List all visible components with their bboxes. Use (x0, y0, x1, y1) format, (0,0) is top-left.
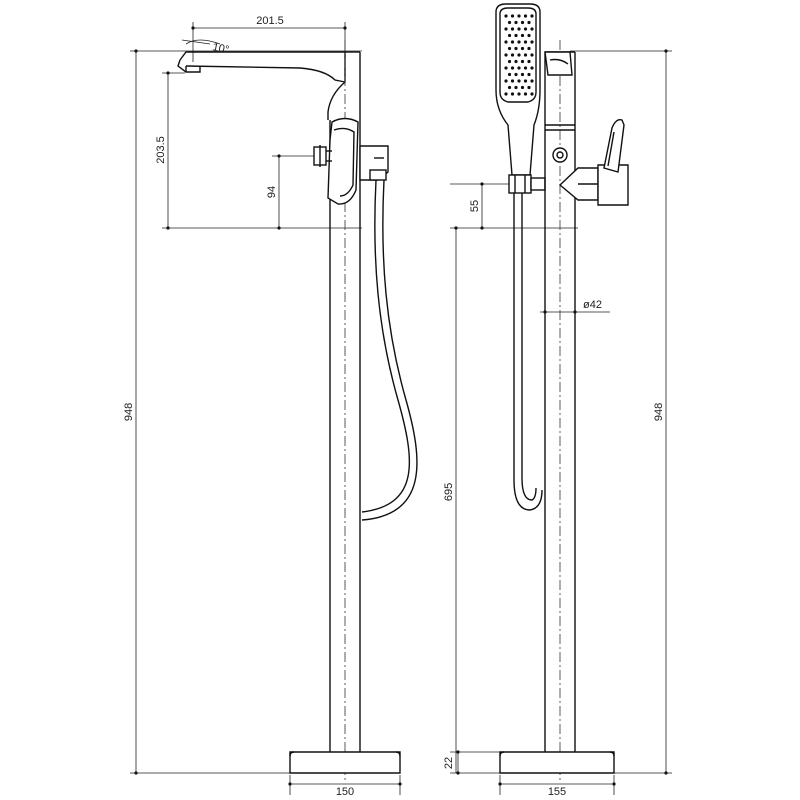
nozzle-dot (517, 40, 521, 44)
nozzle-dot (530, 14, 534, 18)
nozzle-dot (527, 20, 531, 25)
nozzle-dot (527, 33, 531, 38)
shower-nozzles (504, 14, 534, 96)
dim-inlet-offset: 94 (266, 186, 278, 198)
hand-shower (495, 3, 541, 176)
nozzle-dot (523, 66, 528, 70)
front-base (499, 751, 615, 774)
nozzle-dot (517, 66, 521, 70)
side-pipe (329, 40, 361, 780)
side-inlet (313, 145, 332, 167)
nozzle-dot (520, 46, 525, 51)
dim-pipe-diameter: ø42 (583, 299, 602, 311)
nozzle-dot (530, 79, 534, 83)
nozzle-dot (507, 85, 512, 90)
nozzle-dot (510, 66, 515, 70)
dim-hose-height: 695 (443, 483, 455, 501)
nozzle-dot (527, 72, 531, 77)
nozzle-dot (527, 85, 531, 90)
nozzle-dot (517, 53, 521, 57)
nozzle-dot (507, 33, 512, 38)
nozzle-dot (507, 20, 512, 25)
front-dimension-lines (454, 49, 668, 786)
nozzle-dot (514, 85, 518, 90)
nozzle-dot (523, 79, 528, 83)
dim-spout-height: 203.5 (155, 136, 167, 164)
nozzle-dot (523, 27, 528, 31)
nozzle-dot (504, 53, 508, 57)
front-spout (544, 51, 575, 131)
nozzle-dot (514, 33, 518, 38)
nozzle-dot (517, 27, 521, 31)
nozzle-dot (520, 20, 525, 25)
nozzle-dot (514, 72, 518, 77)
dim-base-width-front: 155 (548, 786, 566, 798)
nozzle-dot (527, 59, 531, 64)
nozzle-dot (510, 79, 515, 83)
nozzle-dot (523, 40, 528, 44)
nozzle-dot (523, 53, 528, 57)
nozzle-dot (523, 92, 528, 96)
nozzle-dot (530, 66, 534, 70)
side-lever-handle (327, 117, 359, 205)
nozzle-dot (520, 59, 525, 64)
dim-base-height: 22 (443, 757, 455, 769)
front-hose (513, 193, 543, 511)
nozzle-dot (530, 27, 534, 31)
front-view: 55 ø42 695 948 22 155 (443, 3, 672, 798)
nozzle-dot (517, 92, 521, 96)
nozzle-dot (504, 27, 508, 31)
nozzle-dot (504, 79, 508, 83)
nozzle-dot (520, 33, 525, 38)
nozzle-dot (527, 46, 531, 51)
nozzle-dot (514, 20, 518, 25)
nozzle-dot (507, 72, 512, 77)
shower-holder (508, 174, 546, 194)
nozzle-dot (510, 14, 515, 18)
nozzle-dot (514, 59, 518, 64)
nozzle-dot (507, 59, 512, 64)
nozzle-dot (510, 92, 515, 96)
dim-spout-angle: 10° (211, 41, 230, 56)
nozzle-dot (517, 79, 521, 83)
side-hose-connector (359, 145, 389, 181)
nozzle-dot (510, 53, 515, 57)
dim-base-width-side: 150 (336, 786, 354, 798)
nozzle-dot (530, 40, 534, 44)
nozzle-dot (504, 66, 508, 70)
nozzle-dot (510, 27, 515, 31)
nozzle-dot (520, 72, 525, 77)
side-base (289, 751, 401, 774)
spout (177, 51, 346, 120)
nozzle-dot (517, 14, 521, 18)
nozzle-dot (507, 46, 512, 51)
dim-total-height-front: 948 (653, 403, 665, 421)
nozzle-dot (530, 53, 534, 57)
nozzle-dot (523, 14, 528, 18)
side-view: 201.5 10° 203.5 94 948 150 (123, 15, 418, 798)
dim-holder-offset: 55 (469, 200, 481, 212)
dim-total-height-side: 948 (123, 403, 135, 421)
nozzle-dot (510, 40, 515, 44)
nozzle-dot (504, 92, 508, 96)
nozzle-dot (520, 85, 525, 90)
front-mixer-body (558, 118, 629, 206)
nozzle-dot (514, 46, 518, 51)
nozzle-dot (530, 92, 534, 96)
front-outlet (552, 147, 568, 163)
side-dimension-lines (134, 26, 402, 786)
side-hose (361, 179, 418, 521)
dim-spout-reach: 201.5 (256, 15, 284, 27)
nozzle-dot (504, 14, 508, 18)
nozzle-dot (504, 40, 508, 44)
